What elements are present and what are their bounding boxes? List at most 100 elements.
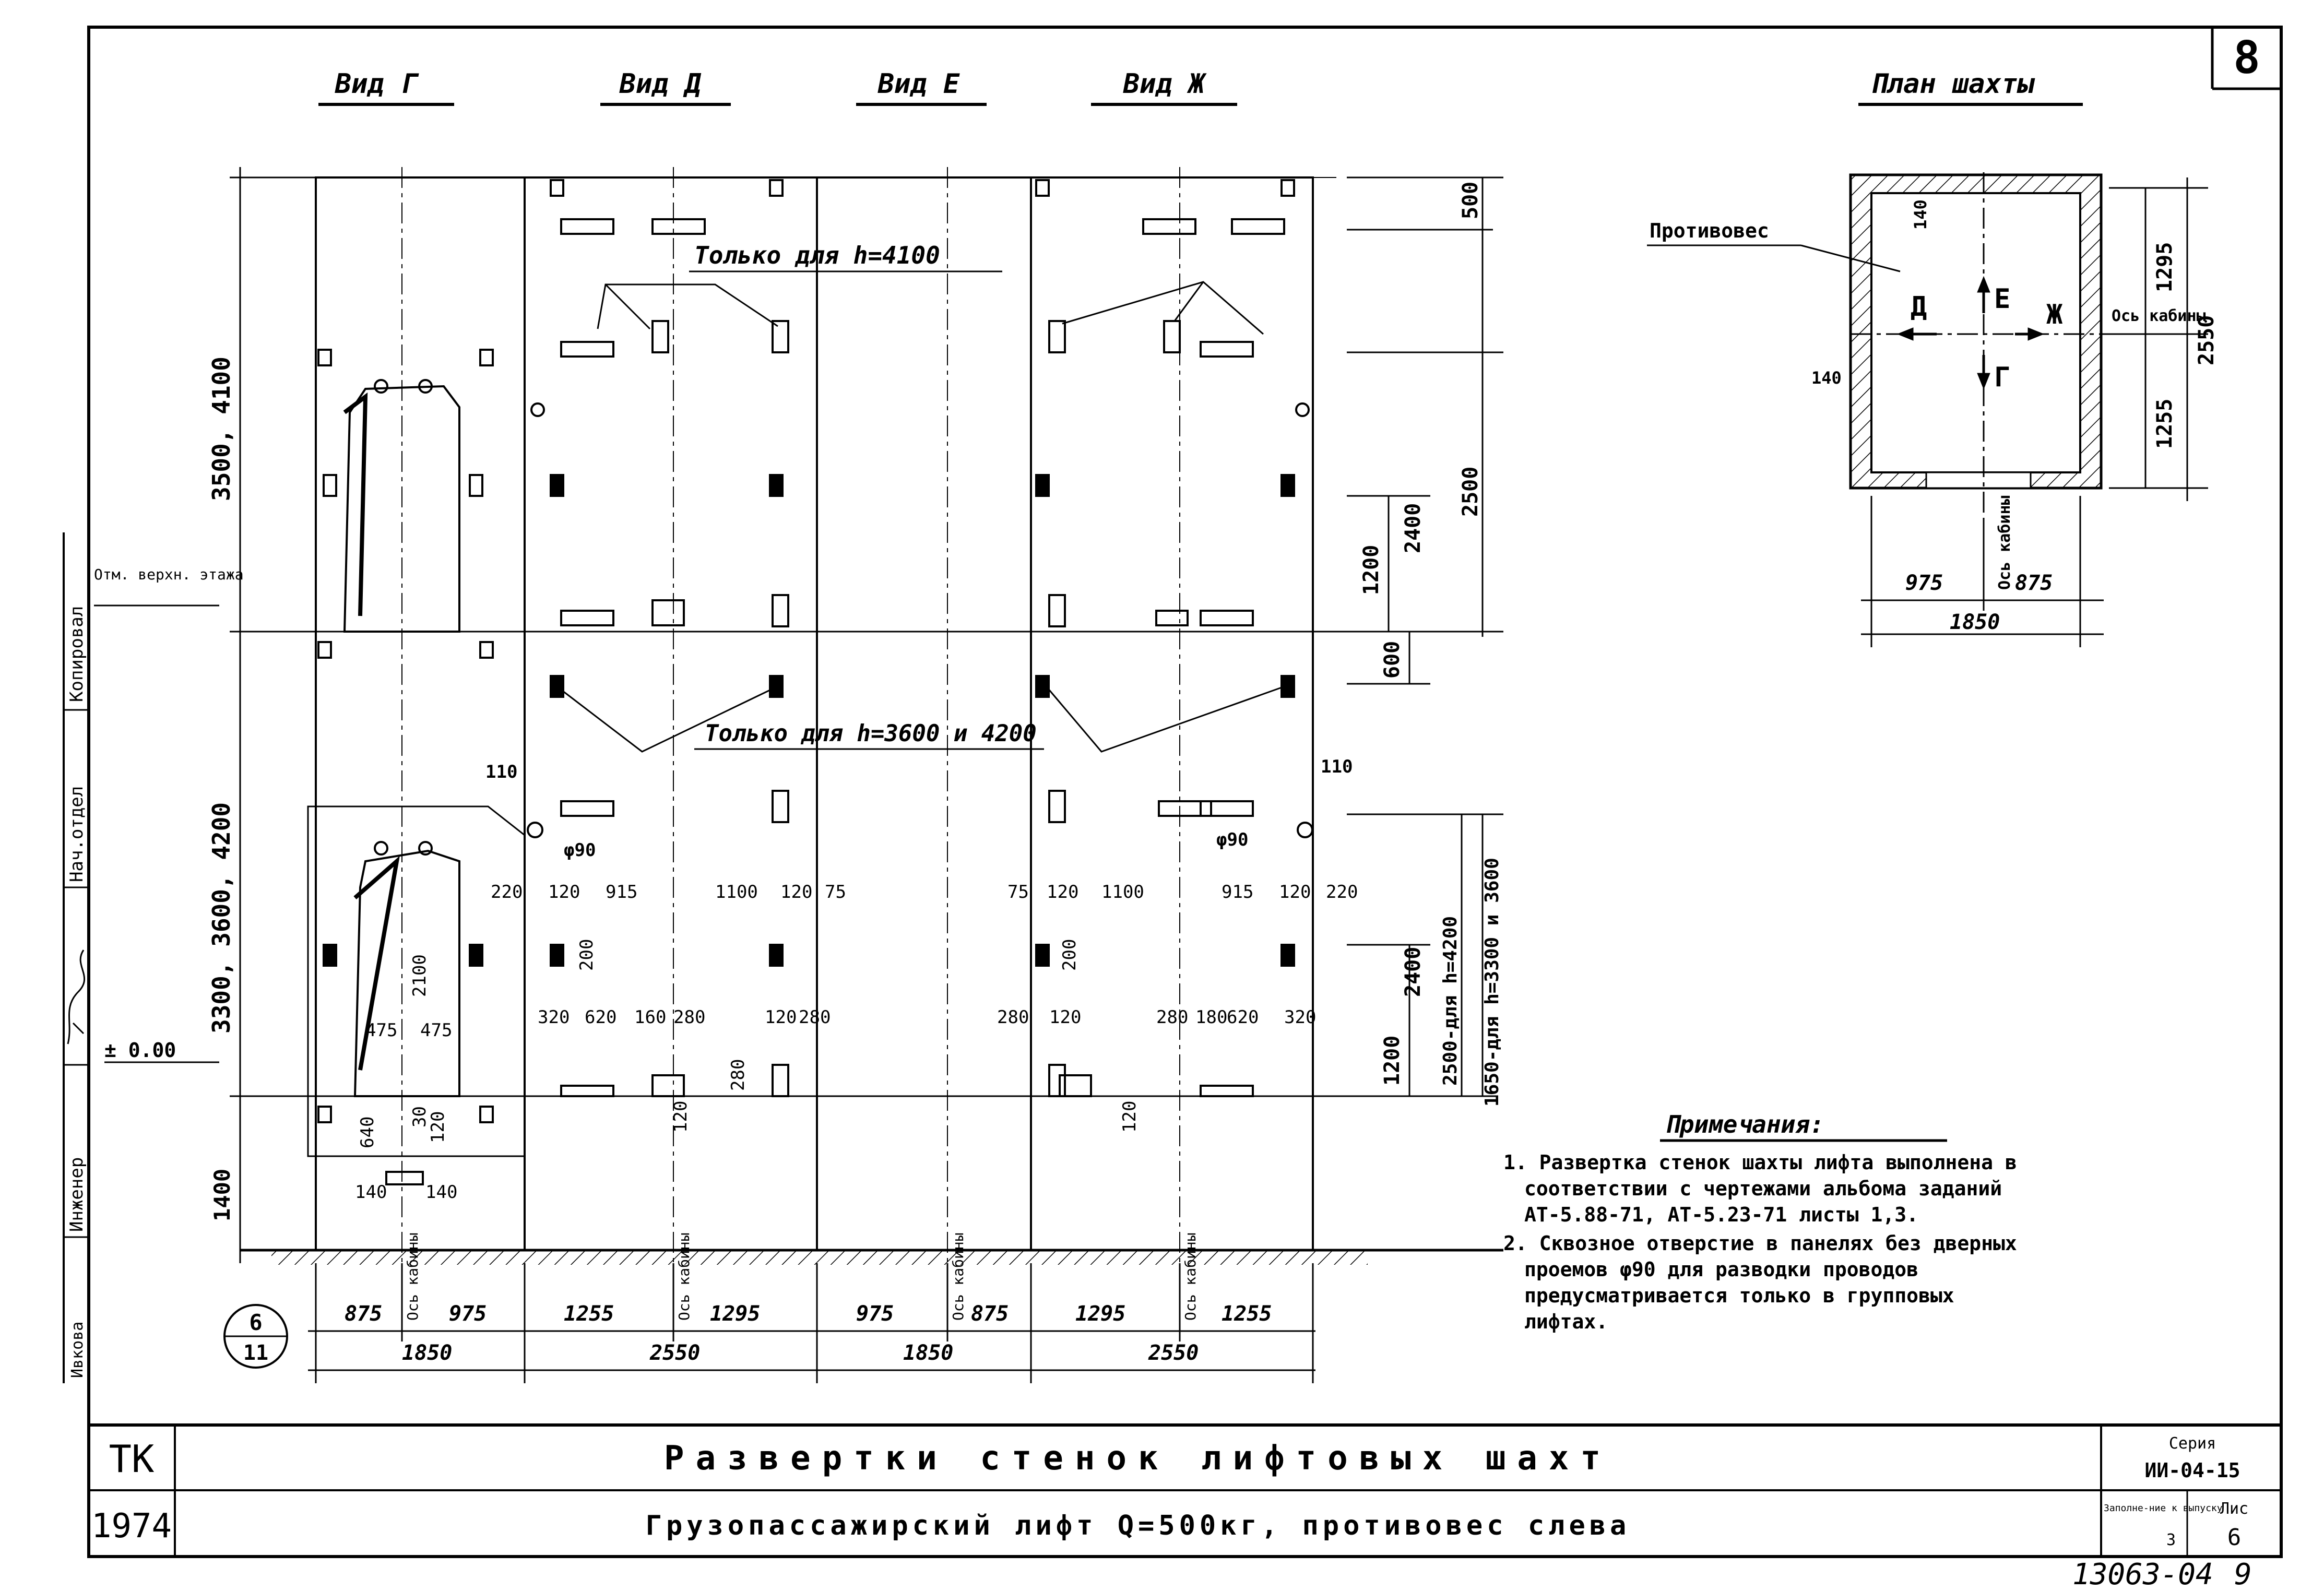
notes-line-2: соответствии с чертежами альбома заданий: [1524, 1177, 2002, 1200]
dim-120m: 120: [1119, 1101, 1140, 1133]
hole-phi90-left: [527, 822, 543, 838]
label-top-floor: Отм. верхн. этажа: [94, 566, 244, 583]
embedded-parts: [317, 179, 1295, 1185]
dim-row2r-5: 320: [1284, 1007, 1316, 1028]
axis-label-d: Ось кабины: [675, 1232, 693, 1321]
dim-row1-5: 75: [825, 882, 846, 903]
dim-1650: 1650-для h=3300 и 3600: [1481, 858, 1503, 1107]
plan-140-left: 140: [1811, 368, 1842, 388]
notes-line-7: лифтах.: [1524, 1310, 1608, 1333]
dim-2400a: 2400: [1401, 503, 1425, 553]
dim-b-1850a: 1850: [402, 1341, 452, 1365]
dim-height-top: 3500, 4100: [207, 357, 235, 501]
right-dimensions: [1347, 176, 1503, 1096]
dim-row1-2: 915: [606, 882, 637, 903]
dim-row2r-0: 280: [997, 1007, 1029, 1028]
dim-140a: 140: [355, 1182, 387, 1203]
plan-labels: Противовес Д Е Ж Г Ось кабины 140 140 12…: [1650, 199, 2219, 634]
dim-140b: 140: [425, 1182, 457, 1203]
dim-row2-2: 160: [634, 1007, 666, 1028]
plan-letter-e: Е: [1994, 283, 2010, 315]
title-block: [89, 1423, 2281, 1557]
shaft-plan: [1647, 172, 2208, 647]
dim-row2r-1: 120: [1049, 1007, 1081, 1028]
dim-row2r-2: 280: [1156, 1007, 1188, 1028]
plan-875: 875: [2015, 571, 2053, 595]
dim-b-975b: 975: [856, 1302, 894, 1326]
dim-30: 30: [409, 1106, 430, 1127]
plan-1255: 1255: [2153, 399, 2177, 449]
plan-counterweight: Противовес: [1650, 219, 1769, 242]
dim-row2-3: 280: [673, 1007, 705, 1028]
notes-line-5: проемов φ90 для разводки проводов: [1524, 1258, 1918, 1281]
dim-b-1850b: 1850: [903, 1341, 953, 1365]
tb-title: Развертки стенок лифтовых шахт: [664, 1439, 1612, 1478]
tb-issue-label: Заполне-ние к выпуску: [2104, 1503, 2223, 1514]
dim-row2-4: 120: [765, 1007, 797, 1028]
tb-org: ТК: [109, 1437, 155, 1481]
left-dimensions: [230, 167, 324, 1263]
dim-280v: 280: [728, 1059, 749, 1091]
notes-line-3: АТ-5.88-71, АТ-5.23-71 листы 1,3.: [1524, 1203, 1918, 1226]
hole-phi90-right: [1297, 822, 1313, 838]
pit-recess: [307, 805, 526, 1157]
axis-label-e: Ось кабины: [950, 1232, 967, 1321]
dim-row1r-5: 220: [1326, 882, 1358, 903]
view-g-title: Вид Г: [335, 68, 419, 100]
dim-600: 600: [1380, 641, 1404, 679]
dim-row2r-3: 180: [1195, 1007, 1227, 1028]
dim-phi90-left: φ90: [564, 840, 596, 861]
dim-row1-4: 120: [780, 882, 812, 903]
plan-975: 975: [1905, 571, 1943, 595]
notes-line-6: предусматривается только в групповых: [1524, 1284, 1954, 1307]
dim-200b: 200: [1059, 939, 1080, 971]
tb-sheet-value: 6: [2227, 1524, 2242, 1551]
bottom-dimension-lines: [308, 1263, 1315, 1383]
archive-stamp: 13063-04: [2072, 1558, 2213, 1591]
dim-2100: 2100: [409, 954, 430, 997]
view-zh-title: Вид Ж: [1123, 68, 1207, 100]
view-titles: Вид Г Вид Д Вид Е Вид Ж План шахты: [318, 68, 2083, 106]
dim-b-1295b: 1295: [1075, 1302, 1125, 1326]
bottom-dimension-labels: 875 975 1255 1295 975 875 1295 1255 1850…: [345, 1302, 1272, 1365]
dim-row2-5: 280: [799, 1007, 831, 1028]
tb-sheet-label: Лис: [2220, 1500, 2248, 1518]
callout-top: 6: [249, 1310, 262, 1335]
dim-500: 500: [1459, 182, 1483, 219]
dim-b-1255b: 1255: [1222, 1302, 1272, 1326]
dim-row1-3: 1100: [715, 882, 758, 903]
dim-row1r-2: 1100: [1101, 882, 1144, 903]
dim-b-975a: 975: [449, 1302, 487, 1326]
view-e-title: Вид Е: [878, 68, 960, 100]
wall-development: [240, 167, 1503, 1265]
plan-1295: 1295: [2153, 242, 2177, 292]
side-label-name: Ивкова: [68, 1322, 87, 1378]
dim-row1-1: 120: [548, 882, 580, 903]
notes-line-4: 2. Сквозное отверстие в панелях без двер…: [1503, 1232, 2017, 1255]
dim-row2-1: 620: [585, 1007, 616, 1028]
plan-1850: 1850: [1950, 610, 2000, 634]
note-only-4100: Только для h=4100: [694, 241, 940, 269]
door-openings: [307, 379, 1313, 1157]
dim-2400b: 2400: [1401, 947, 1425, 997]
plan-axis-cab-bottom: Ось кабины: [1996, 495, 2014, 590]
dim-200a: 200: [576, 939, 597, 971]
tb-series-value: ИИ-04-15: [2144, 1459, 2240, 1482]
dim-b-2550b: 2550: [1148, 1341, 1199, 1365]
leader-lines: [553, 281, 1293, 753]
dim-row1r-4: 120: [1279, 882, 1311, 903]
tb-issue-value: 3: [2166, 1531, 2176, 1549]
signature: [67, 949, 85, 1044]
archive-stamp-page: 9: [2234, 1558, 2252, 1591]
callout-bottom: 11: [243, 1341, 268, 1365]
dim-2500: 2500: [1459, 467, 1483, 517]
dim-2500-h4200: 2500-для h=4200: [1440, 916, 1461, 1086]
dim-b-2550a: 2550: [649, 1341, 700, 1365]
dim-475b: 475: [420, 1020, 452, 1041]
axis-label-zh: Ось кабины: [1182, 1232, 1199, 1321]
view-d-title: Вид Д: [619, 68, 702, 100]
side-label-copied: Копировал: [66, 606, 87, 702]
dim-row1r-1: 120: [1047, 882, 1078, 903]
note-only-3600-4200: Только для h=3600 и 4200: [705, 720, 1037, 747]
